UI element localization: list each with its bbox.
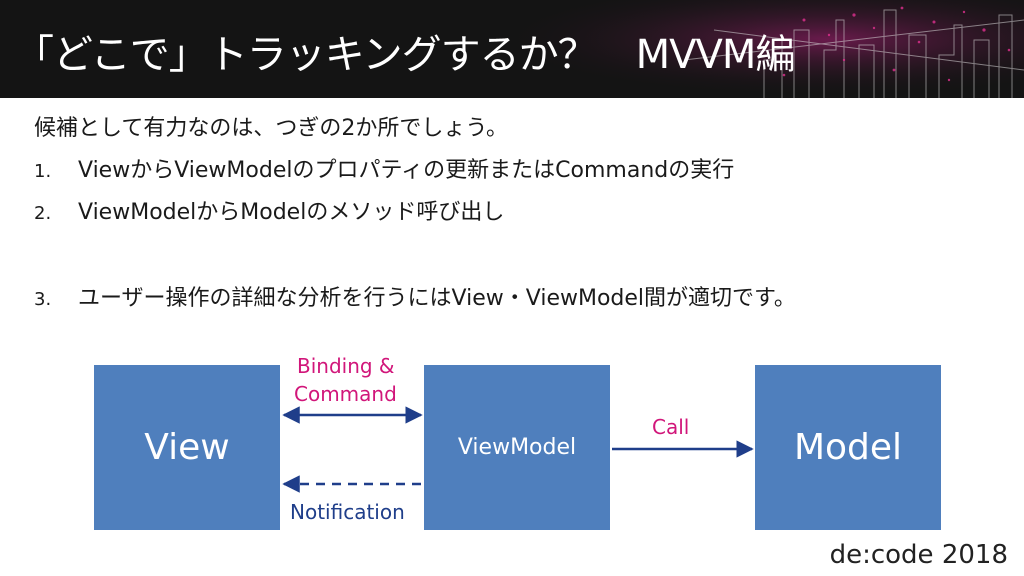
view-label: View	[144, 427, 230, 468]
slide-header: 「どこで」トラッキングするか？ MVVM編	[0, 0, 1024, 98]
intro-text: 候補として有力なのは、つぎの2か所でしょう。	[34, 116, 509, 141]
list-number: 1.	[34, 161, 52, 182]
view-box: View	[94, 365, 280, 530]
list-number: 3.	[34, 289, 52, 310]
viewmodel-label: ViewModel	[457, 435, 577, 460]
binding-label: Binding &	[297, 354, 395, 378]
binding-command-label: Binding &	[297, 350, 395, 382]
model-label: Model	[793, 427, 903, 468]
notification-label: Notification	[290, 500, 405, 524]
event-footer: de:code 2018	[829, 540, 1008, 570]
list-item: 2. ViewModelからModelのメソッド呼び出し	[34, 194, 504, 226]
model-box: Model	[755, 365, 941, 530]
command-label-line2: Command	[294, 382, 397, 406]
list-item: 1. ViewからViewModelのプロパティの更新またはCommandの実行	[34, 152, 734, 184]
list-text: ViewからViewModelのプロパティの更新またはCommandの実行	[78, 158, 735, 183]
viewmodel-box: ViewModel	[424, 365, 610, 530]
list-number: 2.	[34, 203, 52, 224]
list-item: 3. ユーザー操作の詳細な分析を行うにはView・ViewModel間が適切です。	[34, 280, 796, 312]
list-text: ViewModelからModelのメソッド呼び出し	[78, 200, 505, 225]
city-lights-graphic	[464, 0, 1024, 98]
call-label: Call	[652, 415, 690, 439]
slide-title: 「どこで」トラッキングするか？ MVVM編	[14, 32, 795, 78]
list-text: ユーザー操作の詳細な分析を行うにはView・ViewModel間が適切です。	[78, 286, 796, 311]
